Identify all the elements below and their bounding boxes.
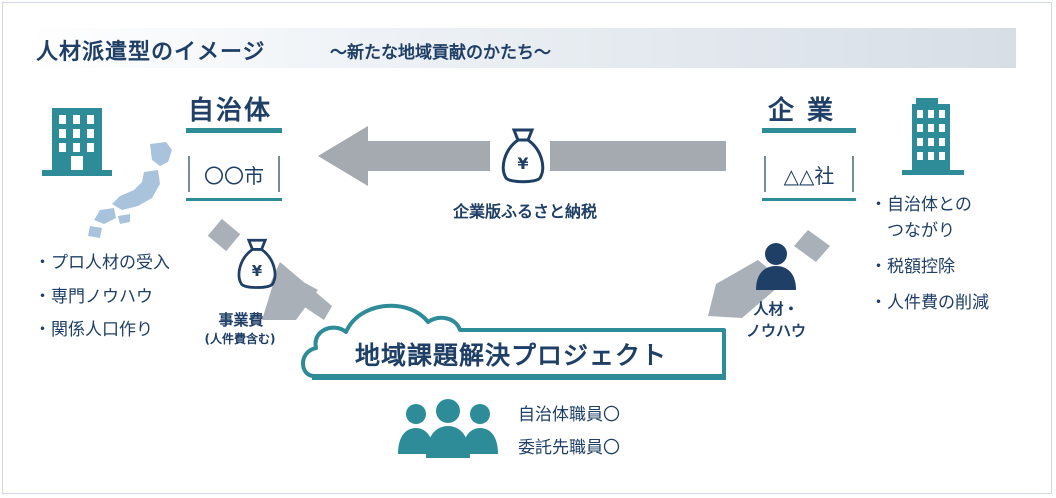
municipality-benefit-2: ・専門ノウハウ xyxy=(34,287,153,307)
project-cost-label: 事業費 xyxy=(218,311,264,329)
municipality-name-box: 〇〇市 xyxy=(188,156,280,192)
project-title: 地域課題解決プロジェクト xyxy=(355,341,668,370)
municipality-benefit-1: ・プロ人材の受入 xyxy=(34,253,170,273)
project-cost-sublabel: (人件費含む) xyxy=(204,332,276,346)
office-building-icon xyxy=(902,98,964,175)
municipality-title-bar xyxy=(186,128,282,133)
project-cost-arrow xyxy=(207,218,332,320)
talent-label-line1: 人材・ xyxy=(753,300,799,318)
municipality-title: 自治体 xyxy=(188,96,273,126)
project-staff-municipal: 自治体職員〇 xyxy=(518,405,620,425)
cost-money-bag-icon xyxy=(237,238,277,289)
header-banner xyxy=(28,28,1016,68)
company-title-bar xyxy=(762,128,856,133)
project-cloud-icon xyxy=(301,303,726,380)
company-title: 企 業 xyxy=(768,96,836,126)
team-group-icon xyxy=(398,399,498,458)
diagram-subtitle: 〜新たな地域貢献のかたち〜 xyxy=(330,43,551,63)
money-bag-icon xyxy=(501,128,545,184)
company-benefit-1: ・自治体との xyxy=(870,195,972,215)
money-bag-yen: ¥ xyxy=(517,154,529,173)
diagram-title: 人材派遣型のイメージ xyxy=(36,40,266,65)
company-benefit-1-cont: つながり xyxy=(870,221,955,241)
person-icon xyxy=(756,243,796,290)
municipality-benefit-3: ・関係人口作り xyxy=(34,320,153,340)
company-name-box: △△社 xyxy=(764,156,854,192)
city-hall-building-icon xyxy=(42,108,112,176)
project-staff-contractor: 委託先職員〇 xyxy=(518,438,620,458)
tax-donation-arrow xyxy=(318,126,726,186)
cost-money-bag-yen: ¥ xyxy=(251,262,263,280)
talent-label-line2: ノウハウ xyxy=(745,322,806,340)
japan-map-icon xyxy=(88,142,172,238)
company-box-underline xyxy=(762,198,856,201)
company-benefit-3: ・人件費の削減 xyxy=(870,293,989,313)
municipality-box-underline xyxy=(186,198,282,201)
tax-donation-label: 企業版ふるさと納税 xyxy=(452,202,597,221)
company-benefit-2: ・税額控除 xyxy=(870,257,955,277)
